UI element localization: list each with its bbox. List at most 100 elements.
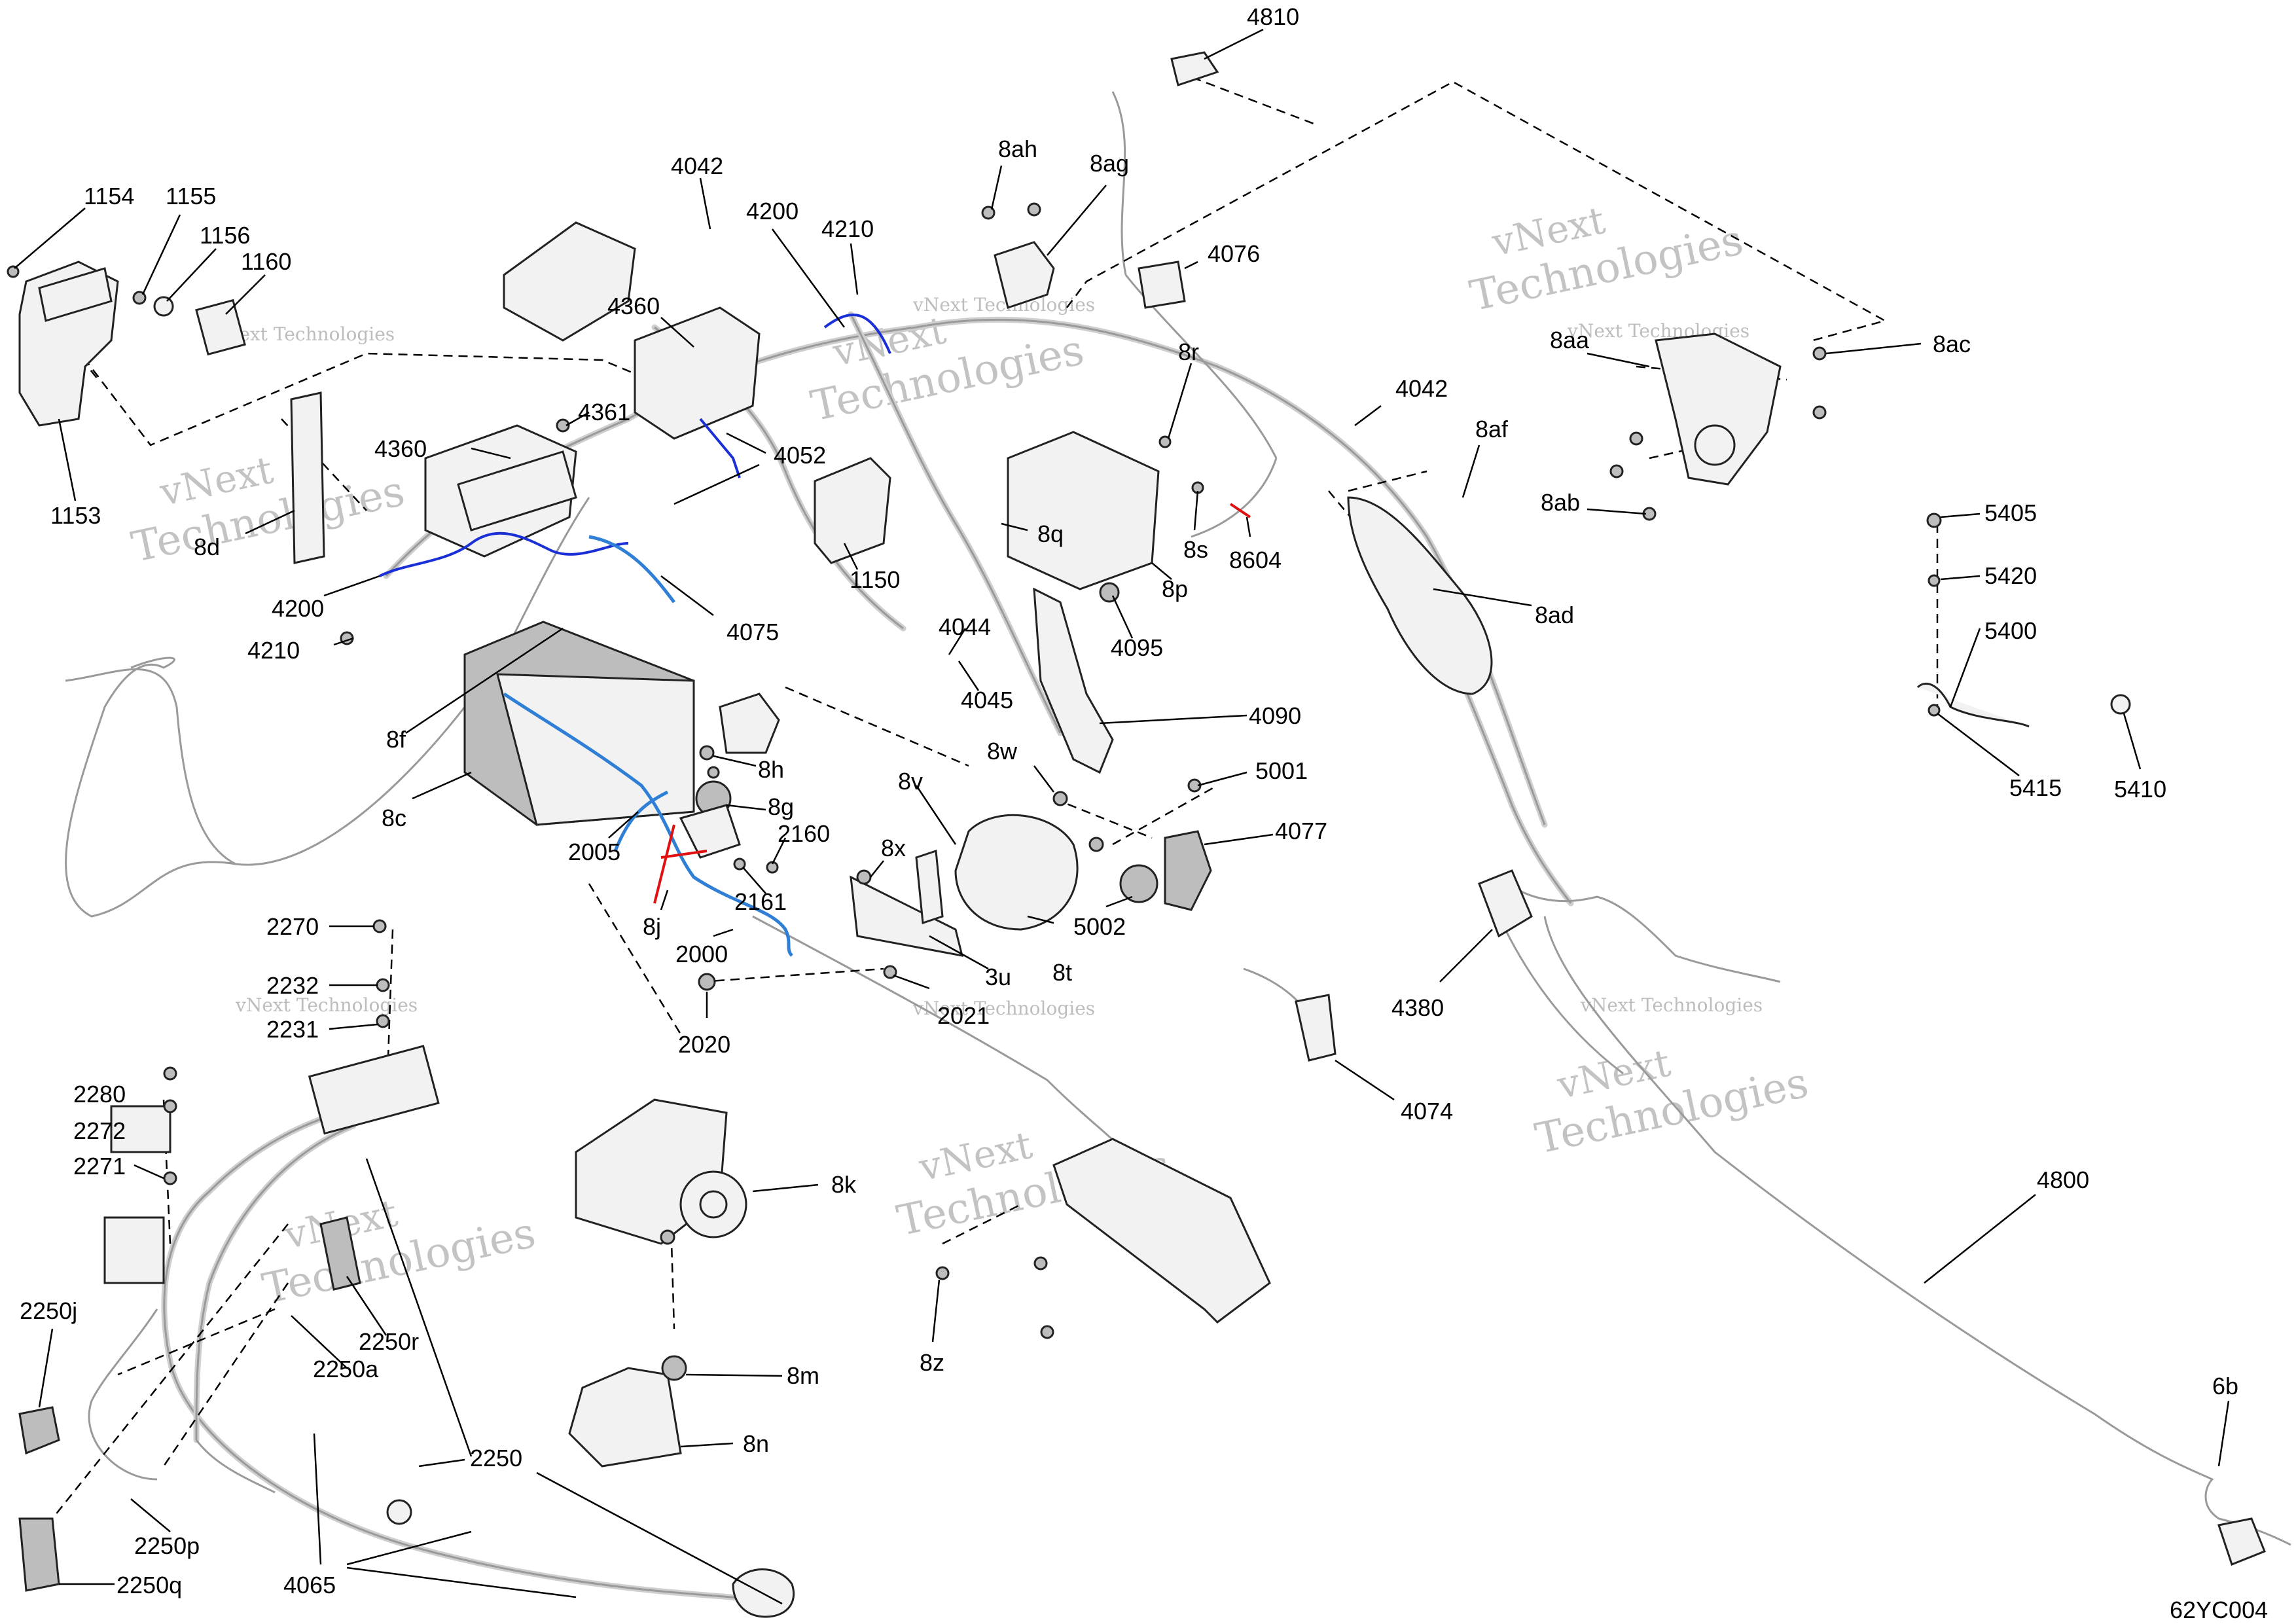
ecu-8p <box>1007 431 1160 590</box>
part-label: 2000 <box>675 941 728 967</box>
part-label: 8c <box>382 804 406 831</box>
cable-5400 <box>1916 682 2030 728</box>
parts-group <box>18 51 2266 1592</box>
bolt-icon <box>766 861 779 874</box>
part-label: 1155 <box>166 183 216 209</box>
bolt-icon <box>1926 513 1942 528</box>
part-label: 5400 <box>1984 617 2037 644</box>
bolt-icon <box>163 1066 177 1081</box>
part-label: 2005 <box>568 839 620 865</box>
bolt-icon <box>376 1014 390 1028</box>
watermark-small: vNext Technologies <box>235 994 418 1016</box>
watermark-small: vNext Technologies <box>1580 994 1763 1016</box>
part-label: 8ab <box>1541 489 1580 516</box>
fuse-box-4360-top <box>634 306 761 440</box>
highlighted-harness <box>379 313 1251 957</box>
part-label: 8r <box>1178 338 1199 365</box>
frame-bracket <box>103 1216 165 1284</box>
connector-4380 <box>1478 869 1533 938</box>
part-label: 2271 <box>73 1153 126 1180</box>
sensor-5002 <box>1119 864 1158 903</box>
part-label: 1150 <box>850 566 900 593</box>
part-label: 4210 <box>247 637 300 664</box>
pedal-assembly <box>1052 1138 1271 1324</box>
part-label: 2231 <box>266 1016 319 1043</box>
part-label: 8k <box>831 1171 857 1198</box>
washer-icon <box>1928 704 1941 717</box>
part-label: 4076 <box>1208 240 1260 267</box>
part-label: 8m <box>787 1362 819 1389</box>
horn-bracket-arm <box>915 849 944 925</box>
actuator-8aa <box>1655 333 1782 486</box>
part-label: 4052 <box>774 442 826 469</box>
part-label: 4077 <box>1275 818 1327 844</box>
part-label: 4800 <box>2037 1166 2089 1193</box>
bolt-icon <box>376 978 390 992</box>
part-label: 4042 <box>671 153 723 179</box>
horn-bracket-3u <box>850 875 964 957</box>
part-label: 4360 <box>607 293 660 319</box>
sensor-2250j <box>18 1406 60 1455</box>
part-label: 5001 <box>1255 757 1308 784</box>
bolt-icon <box>699 745 715 761</box>
part-label: 5415 <box>2009 774 2062 801</box>
washer-icon <box>1928 574 1941 587</box>
part-label: 2232 <box>266 972 319 999</box>
strap-8d <box>290 391 325 564</box>
part-label: 2021 <box>937 1002 990 1029</box>
bracket-8n <box>568 1367 682 1468</box>
part-label: 8p <box>1162 575 1188 602</box>
part-label: 8v <box>898 768 923 795</box>
nut-5410 <box>2110 694 2131 715</box>
bolt-icon <box>707 766 720 779</box>
module-4077 <box>1164 830 1212 911</box>
connector-4810 <box>1170 51 1219 86</box>
bolt-icon <box>935 1266 950 1280</box>
part-label: 2250a <box>313 1356 379 1382</box>
part-label: 8t <box>1052 959 1072 986</box>
part-label: 5002 <box>1073 913 1126 940</box>
part-label: 4210 <box>821 215 874 242</box>
bolt-icon <box>1812 346 1827 361</box>
part-label: 2250r <box>359 1328 419 1355</box>
bracket-2250r <box>319 1216 361 1291</box>
bolt-icon <box>1099 582 1120 603</box>
part-label: 8604 <box>1229 547 1282 573</box>
bolt-icon <box>883 965 897 979</box>
part-label: 8n <box>743 1430 769 1457</box>
connector-4076 <box>1138 261 1186 309</box>
bracket-4090 <box>1033 587 1114 774</box>
part-label: 4042 <box>1395 375 1448 402</box>
part-label: 5410 <box>2114 776 2166 803</box>
part-label: 2160 <box>778 820 830 847</box>
part-label: 4090 <box>1249 702 1301 729</box>
part-label: 5420 <box>1984 562 2037 589</box>
part-label: 8j <box>643 913 661 940</box>
bolt-icon <box>698 973 716 991</box>
part-label: 1156 <box>200 222 250 249</box>
part-label: 2250j <box>20 1297 77 1324</box>
part-label: 2250p <box>134 1532 200 1559</box>
part-label: 4095 <box>1111 634 1163 661</box>
part-label: 8aa <box>1550 327 1590 353</box>
horn-8t <box>954 814 1079 931</box>
bolt-icon <box>1027 202 1041 217</box>
bolt-icon <box>7 265 20 278</box>
connector-6b <box>2217 1517 2266 1566</box>
assembly-dashed-lines <box>52 71 1939 1519</box>
bolt-icon <box>372 919 387 933</box>
part-label: 8h <box>758 756 784 783</box>
bolt-icon <box>556 418 570 433</box>
leader-lines <box>14 28 2230 1605</box>
harness-2250 <box>88 1103 795 1618</box>
bolt-icon <box>856 869 872 885</box>
bracket-top <box>38 267 113 322</box>
bolt-icon <box>1629 431 1643 446</box>
bolt-icon <box>1609 464 1624 478</box>
part-label: 8q <box>1037 520 1064 547</box>
part-label: 8w <box>987 738 1018 765</box>
part-label: 4810 <box>1247 3 1299 30</box>
bolt-icon <box>1040 1325 1054 1339</box>
watermark-small: vNext Technologies <box>912 294 1095 316</box>
watermark-small: vNext Technologies <box>912 998 1095 1019</box>
